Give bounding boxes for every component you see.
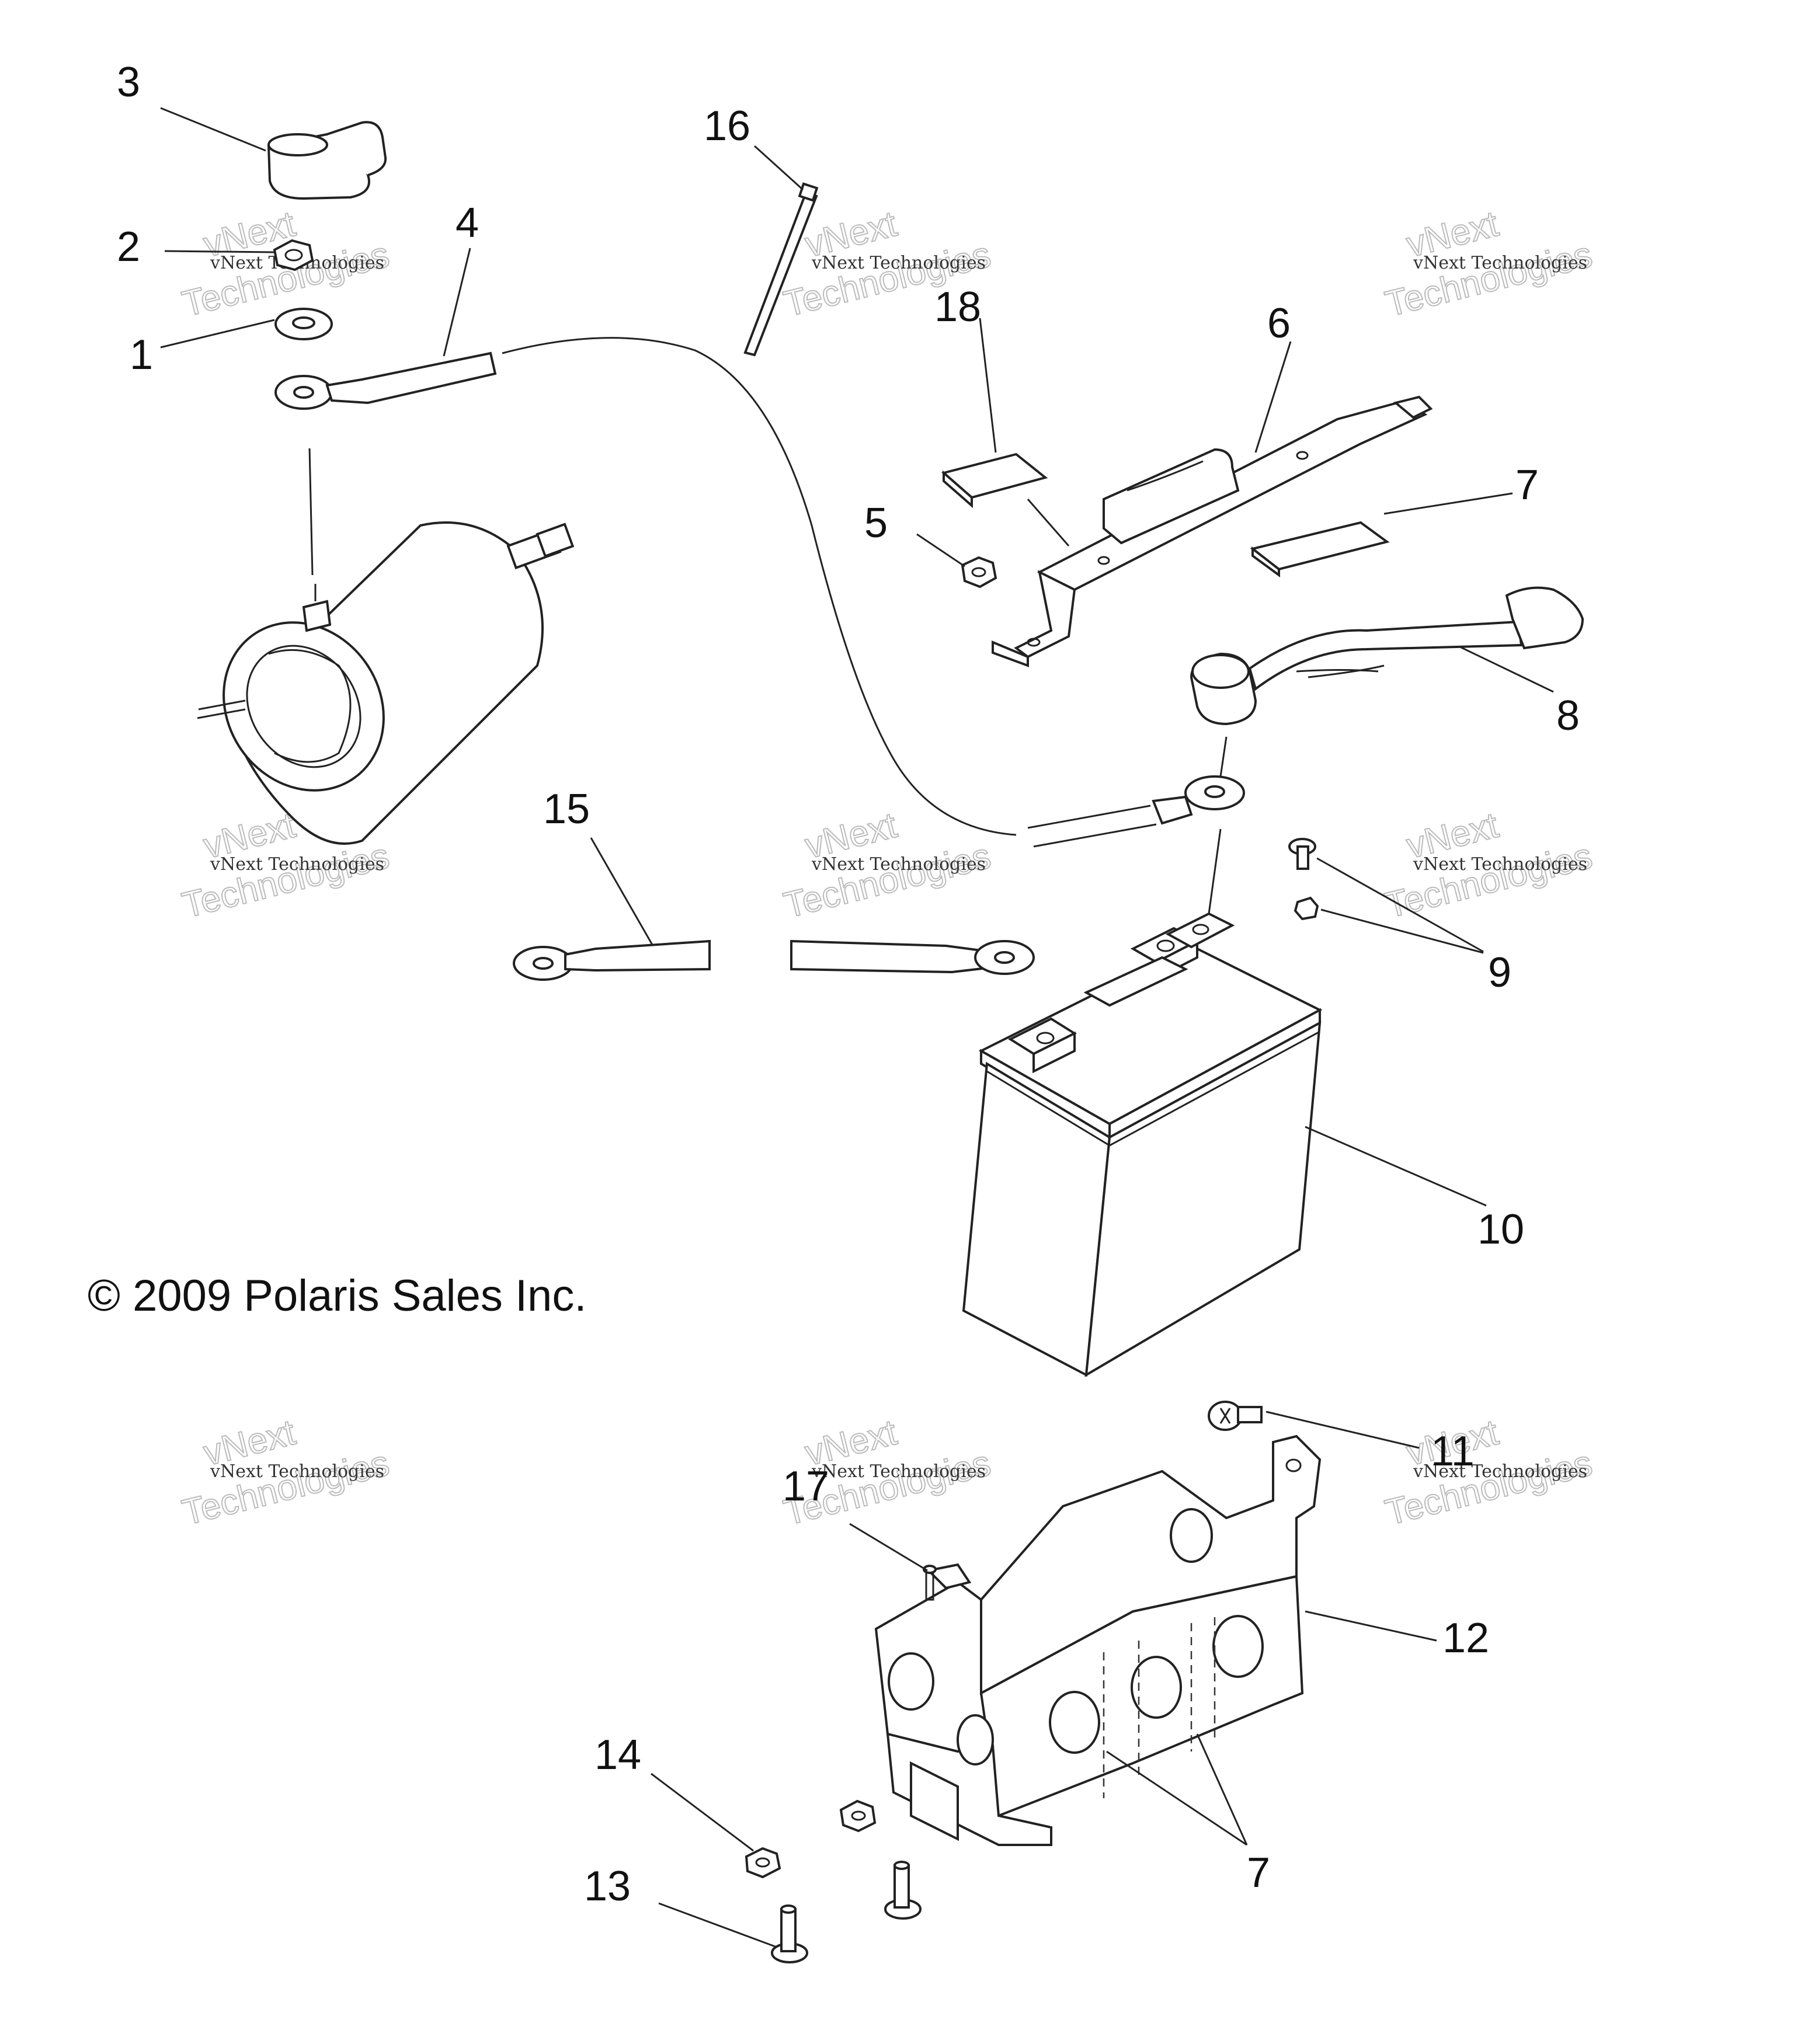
callout-14: 14 xyxy=(594,1732,641,1778)
callout-labels: 3 2 1 4 16 18 6 7 5 8 9 10 15 11 17 12 7… xyxy=(117,59,1580,1910)
callout-17: 17 xyxy=(783,1463,829,1510)
screw-part xyxy=(1208,1401,1263,1431)
starter-cable-part xyxy=(274,337,1245,848)
callout-1: 1 xyxy=(130,332,153,378)
callout-5: 5 xyxy=(864,500,888,546)
svg-text:vNext Technologies: vNext Technologies xyxy=(1413,1461,1587,1482)
callout-7: 7 xyxy=(1247,1850,1270,1896)
nut-part xyxy=(961,556,997,589)
svg-text:vNext Technologies: vNext Technologies xyxy=(210,854,384,875)
battery-part xyxy=(962,828,1323,1377)
bolt-part xyxy=(771,1904,808,1963)
nut-part xyxy=(745,1847,781,1879)
terminal-boot-part xyxy=(267,121,387,200)
svg-text:vNext Technologies: vNext Technologies xyxy=(1413,253,1587,273)
ground-cable-part xyxy=(513,939,1035,981)
pad-part xyxy=(1250,521,1390,577)
callout-11: 11 xyxy=(1431,1428,1475,1475)
callout-7: 7 xyxy=(1515,462,1539,509)
callout-6: 6 xyxy=(1267,300,1291,347)
callout-12: 12 xyxy=(1442,1615,1489,1662)
battery-box-part xyxy=(874,1434,1322,1846)
stud-part xyxy=(923,1565,937,1601)
callout-16: 16 xyxy=(704,103,750,149)
watermarks: vNext Technologies vNext Technologies vN… xyxy=(178,203,1597,1534)
callout-4: 4 xyxy=(456,200,479,246)
callout-10: 10 xyxy=(1477,1206,1524,1253)
battery-cable-part xyxy=(1190,586,1584,777)
copyright-notice: © 2009 Polaris Sales Inc. xyxy=(88,1271,586,1321)
svg-text:vNext Technologies: vNext Technologies xyxy=(1413,854,1587,875)
bolt-part xyxy=(884,1861,922,1920)
svg-text:vNext Technologies: vNext Technologies xyxy=(811,1461,986,1482)
leader-lines xyxy=(160,107,1554,1948)
hold-down-bracket-part xyxy=(992,395,1433,667)
watermark: vNext Technologies vNext Technologies xyxy=(1381,203,1597,325)
pad-part xyxy=(941,452,1048,509)
callout-13: 13 xyxy=(584,1863,631,1910)
washer-part xyxy=(274,308,333,340)
callout-8: 8 xyxy=(1556,692,1580,739)
watermark: vNext Technologies vNext Technologies xyxy=(1381,1412,1597,1534)
watermark: vNext Technologies vNext Technologies xyxy=(178,1412,394,1534)
starter-motor-part xyxy=(197,448,575,845)
nut-part xyxy=(839,1799,877,1833)
terminal-nut-part xyxy=(1294,896,1319,921)
callout-9: 9 xyxy=(1488,949,1511,996)
terminal-screw-part xyxy=(1288,838,1316,870)
svg-text:vNext Technologies: vNext Technologies xyxy=(811,253,986,273)
svg-text:vNext Technologies: vNext Technologies xyxy=(210,1461,384,1482)
cable-tie-part xyxy=(743,182,819,357)
callout-3: 3 xyxy=(117,59,140,106)
callout-18: 18 xyxy=(934,284,981,330)
svg-text:vNext Technologies: vNext Technologies xyxy=(811,854,986,875)
callout-15: 15 xyxy=(543,786,590,833)
nut-part xyxy=(273,239,314,271)
callout-2: 2 xyxy=(117,224,140,270)
watermark: vNext Technologies vNext Technologies xyxy=(1381,805,1597,927)
